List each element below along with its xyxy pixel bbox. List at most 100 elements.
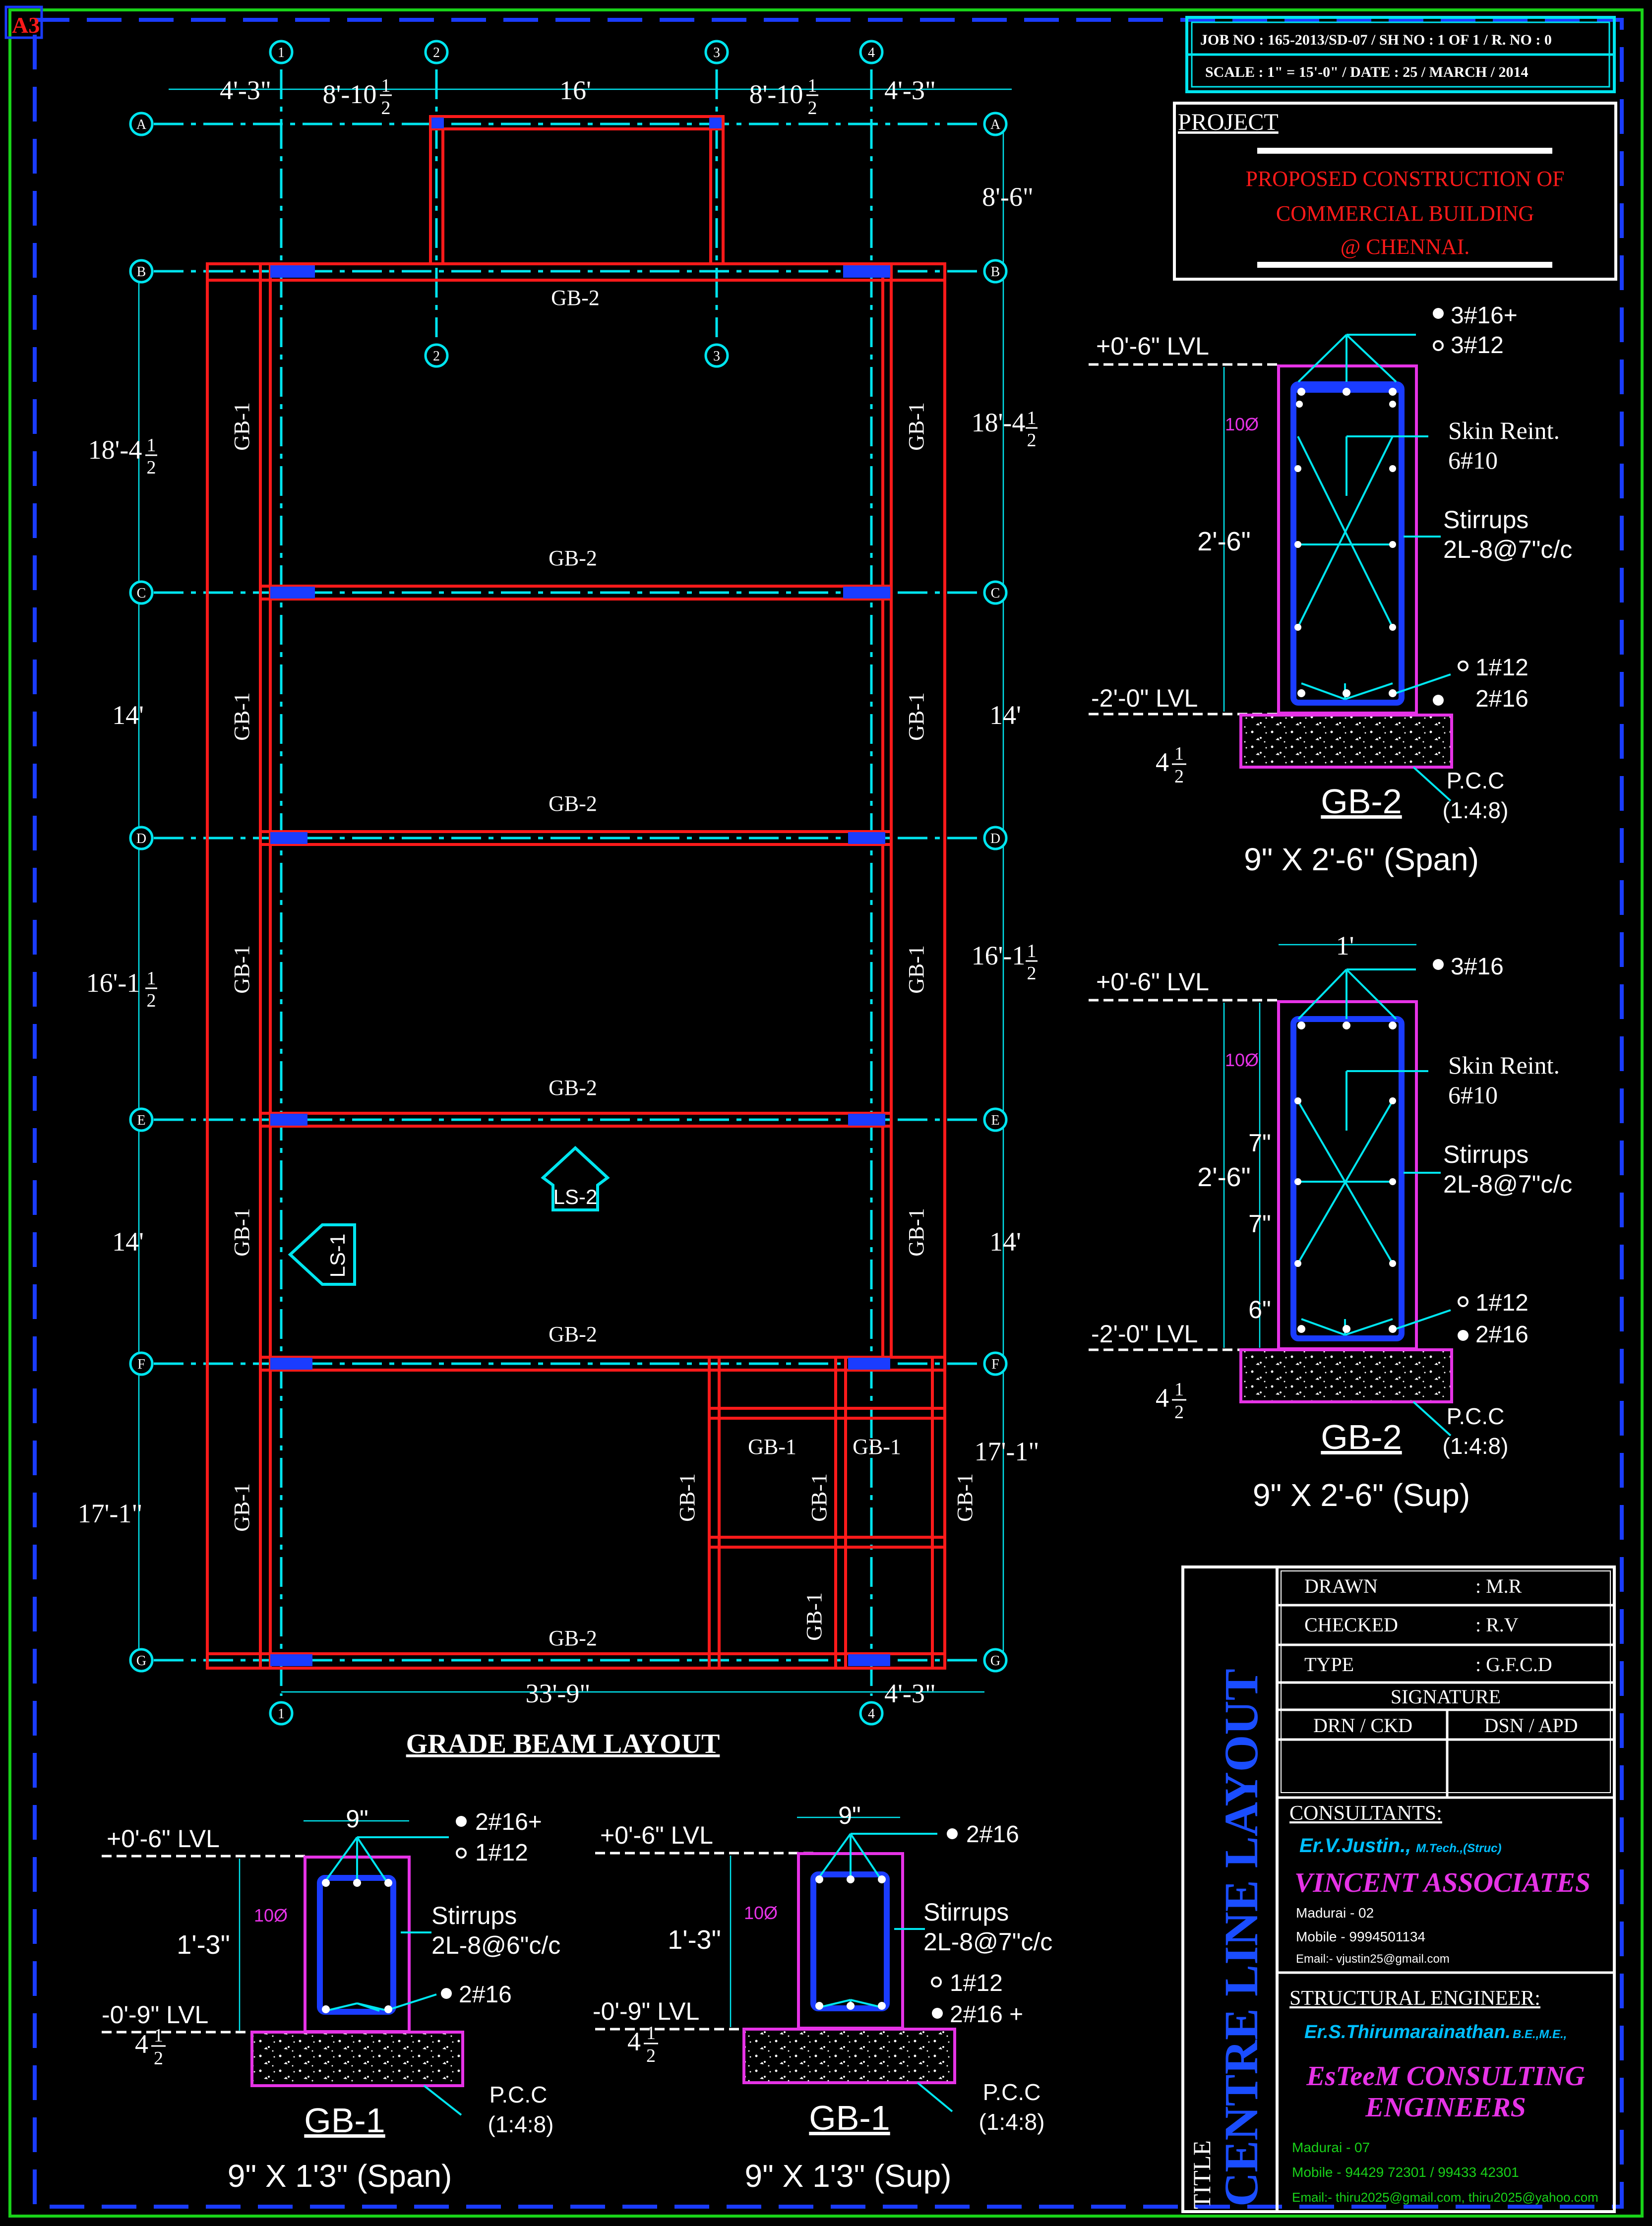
gb1-sup-top-bar-1: 2#16 — [966, 1821, 1019, 1848]
beam-label-gb2-c: GB-2 — [549, 546, 597, 570]
beam-label-gb2-f: GB-2 — [549, 1322, 597, 1346]
grid-row-b-right: B — [991, 264, 1000, 280]
half-num-top-2: 1 — [808, 75, 817, 96]
gb1-sup-half-num: 1 — [646, 2023, 656, 2044]
half-num-l3: 1 — [147, 968, 156, 989]
grid-col-2-bottom: 2 — [433, 349, 440, 364]
half-den-l1: 2 — [147, 457, 156, 478]
ls1-marker — [288, 1223, 356, 1286]
beam-label-gb1-inner-4: GB-1 — [807, 1473, 831, 1522]
grid-row-c-left: C — [137, 586, 146, 601]
gb2-span-pcc — [1239, 714, 1453, 769]
gb1-span-half-num: 1 — [154, 2025, 163, 2046]
gb2-span-stirrups-label: Stirrups — [1443, 506, 1529, 534]
gb1-sup-pcc-label: P.C.C — [983, 2079, 1041, 2105]
gb1-sup-name: GB-1 — [809, 2099, 890, 2137]
left-dim-3: 16'-1 — [86, 968, 140, 998]
right-dim-2: 18'-4 — [972, 408, 1026, 437]
grid-col-1-foot: 1 — [278, 1706, 285, 1722]
gb1-sup-bottom-level: -0'-9" LVL — [593, 1997, 699, 2025]
right-dim-4: 16'-1 — [972, 941, 1026, 970]
gb1-span-half-den: 2 — [154, 2048, 163, 2069]
drawing-title: CENTRE LINE LAYOUT — [1215, 1669, 1268, 2207]
gb2-sup-pcc-mix: (1:4:8) — [1443, 1433, 1509, 1459]
half-num-l1: 1 — [147, 435, 156, 456]
half-den-top-2: 2 — [808, 98, 817, 119]
gb1-span-top-level: +0'-6" LVL — [107, 1825, 220, 1853]
structural-firm-1: EsTeeM CONSULTING — [1306, 2061, 1585, 2092]
section-gb2-sup: +0'-6" LVL -2'-0" LVL 1' 2'-6" 7" 7" 6" … — [1089, 931, 1572, 1513]
gb1-span-dia: 10Ø — [254, 1905, 288, 1925]
gb2-span-stirrups-spec: 2L-8@7"c/c — [1443, 536, 1572, 563]
gb2-sup-depth: 2'-6" — [1197, 1162, 1251, 1192]
grid-row-d-left: D — [136, 831, 146, 846]
grid-row-g-right: G — [990, 1653, 1000, 1669]
drawn-label: DRAWN — [1304, 1575, 1378, 1597]
beam-label-gb1-left-3: GB-1 — [230, 945, 254, 994]
border-dashed — [33, 18, 1624, 2209]
gb1-sup-stirrups-label: Stirrups — [923, 1898, 1009, 1926]
half-den-r2: 2 — [1027, 430, 1037, 451]
beam-label-gb1-inner-1: GB-1 — [748, 1435, 796, 1459]
gb2-sup-stirrups-spec: 2L-8@7"c/c — [1443, 1170, 1572, 1198]
gb1-sup-caption: 9" X 1'3" (Sup) — [745, 2158, 952, 2194]
gb2-span-top-bar-2: 3#12 — [1451, 332, 1504, 359]
left-dim-1: 18'-4 — [88, 435, 142, 465]
beam-label-gb1-inner-5: GB-1 — [953, 1473, 977, 1522]
grid-row-a-left: A — [136, 117, 147, 132]
type-value: : G.F.C.D — [1475, 1653, 1552, 1676]
beam-label-gb1-right-1: GB-1 — [904, 402, 928, 451]
right-dim-5: 14' — [989, 1227, 1021, 1257]
left-dim-5: 17'-1" — [78, 1499, 143, 1528]
gb2-sup-width: 1' — [1336, 931, 1354, 961]
project-line-1: PROPOSED CONSTRUCTION OF — [1245, 167, 1564, 191]
gb1-span-pcc-thk: 4 — [135, 2029, 148, 2059]
gb1-sup-width: 9" — [838, 1802, 861, 1829]
gb1-span-stirrups-spec: 2L-8@6"c/c — [431, 1931, 560, 1959]
gb1-sup-dia: 10Ø — [744, 1903, 778, 1923]
section-gb1-span: +0'-6" LVL -0'-9" LVL 9" 1'-3" 2#16+ 1#1… — [102, 1805, 560, 2194]
top-dim-5: 4'-3" — [884, 75, 936, 105]
beam-label-gb1-left-4: GB-1 — [230, 1208, 254, 1257]
gb1-sup-pcc-thk: 4 — [627, 2027, 641, 2056]
gb1-sup-pcc — [742, 2028, 956, 2084]
gb2-span-caption: 9" X 2'-6" (Span) — [1244, 842, 1479, 877]
beam-label-gb1-right-4: GB-1 — [904, 1208, 928, 1257]
grid-col-3: 3 — [713, 45, 720, 60]
half-num-r2: 1 — [1027, 408, 1037, 428]
gb1-span-bottom-level: -0'-9" LVL — [102, 2001, 208, 2029]
grade-beam-layout: 1 2 3 4 2 3 1 4 A B C D E F G A B C D E … — [78, 40, 1039, 1759]
gb1-sup-stirrups-spec: 2L-8@7"c/c — [923, 1928, 1052, 1956]
grid-col-4-foot: 4 — [868, 1706, 875, 1722]
section-gb2-span: +0'-6" LVL -2'-0" LVL 2'-6" 3#16+ 3#12 1… — [1089, 302, 1572, 877]
grid-row-a-right: A — [990, 117, 1001, 132]
ls2-marker — [541, 1145, 610, 1211]
title-block: DRAWN : M.R CHECKED : R.V TYPE : G.F.C.D… — [1181, 1565, 1616, 2213]
gb1-sup-bot-bar-2: 2#16 + — [950, 2001, 1023, 2028]
gb2-sup-stirrups-label: Stirrups — [1443, 1141, 1529, 1168]
gb2-span-skin-label: Skin Reint. — [1448, 417, 1560, 444]
bottom-dim-1: 33'-9" — [526, 1679, 591, 1708]
beam-label-gb1-inner-6: GB-1 — [802, 1592, 826, 1641]
signature-label: SIGNATURE — [1391, 1685, 1501, 1708]
drawn-value: : M.R — [1475, 1575, 1522, 1597]
gb2-sup-skin-bars: 6#10 — [1448, 1081, 1498, 1109]
gb1-span-caption: 9" X 1'3" (Span) — [228, 2158, 452, 2194]
beam-label-gb1-inner-3: GB-1 — [675, 1473, 699, 1522]
beam-label-gb1-right-2: GB-1 — [904, 692, 928, 741]
grid-row-f-left: F — [137, 1357, 145, 1372]
grid-col-2: 2 — [433, 45, 440, 60]
gb2-sup-d1: 7" — [1248, 1129, 1271, 1157]
gb2-sup-d2: 7" — [1248, 1210, 1271, 1238]
dsn-apd-label: DSN / APD — [1484, 1714, 1578, 1737]
gb2-sup-top-bar-1: 3#16 — [1451, 954, 1504, 980]
top-dim-3: 16' — [559, 75, 591, 105]
right-dim-1: 8'-6" — [982, 182, 1034, 212]
gb2-sup-skin-label: Skin Reint. — [1448, 1051, 1560, 1079]
consultant-address: Madurai - 02 — [1296, 1905, 1374, 1921]
gb2-sup-dia: 10Ø — [1225, 1050, 1259, 1070]
gb1-span-name: GB-1 — [304, 2101, 385, 2140]
structural-address: Madurai - 07 — [1292, 2140, 1370, 2155]
gb1-span-bot-bar-1: 2#16 — [459, 1982, 512, 2008]
half-num-r4: 1 — [1027, 941, 1037, 962]
